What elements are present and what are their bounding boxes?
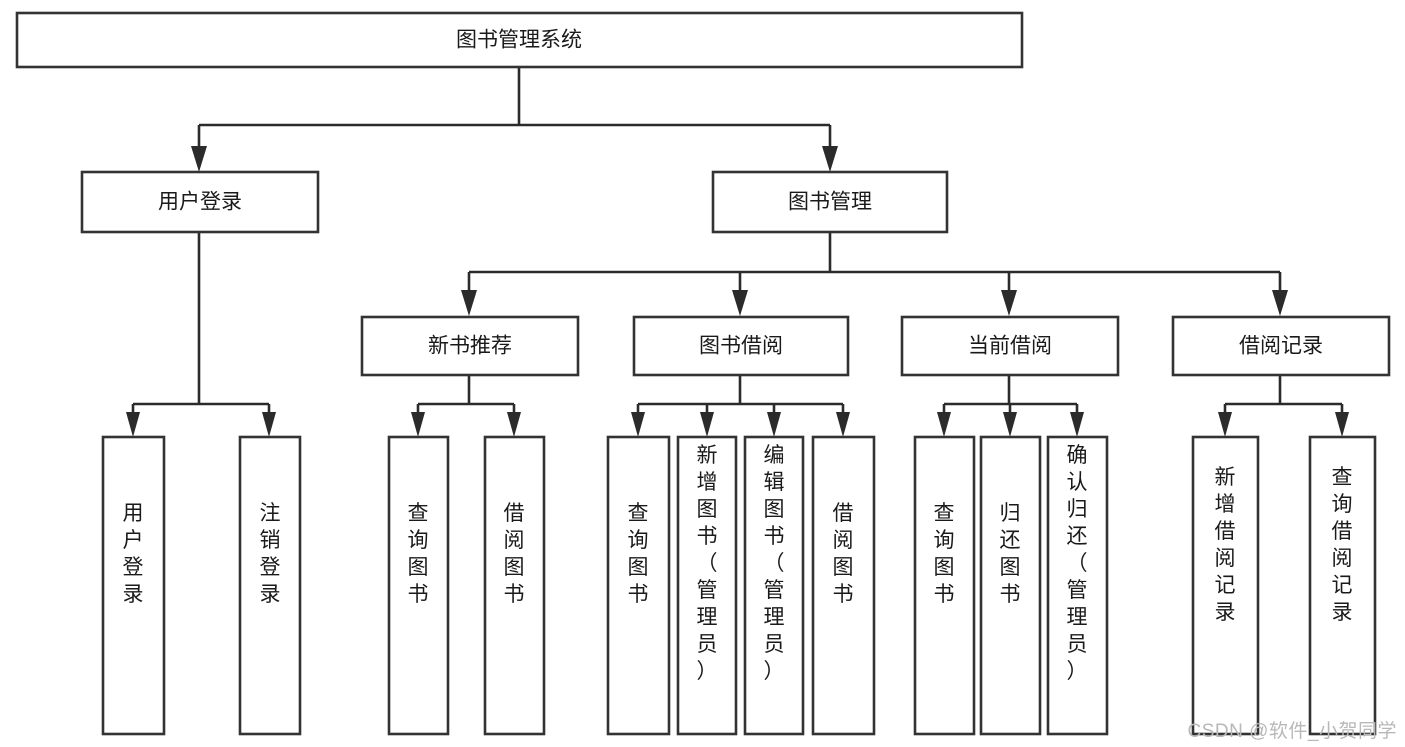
edge-group-new-book-recommend-to-leaves — [411, 376, 521, 437]
edge-group-user-login-to-leaves — [126, 232, 276, 437]
leaf-node-borrow-book-1[interactable]: 借阅图书 — [483, 435, 546, 736]
arrow-head-leaf-query-book-3 — [937, 412, 951, 437]
arrow-head-leaf-user-login — [126, 412, 140, 437]
node-borrow-record-label: 借阅记录 — [1239, 335, 1323, 358]
node-current-borrow-label: 当前借阅 — [968, 335, 1052, 358]
leaf-node-edit-book-box[interactable] — [743, 435, 805, 736]
leaf-node-borrow-book-2[interactable]: 借阅图书 — [811, 435, 876, 736]
node-borrow-record-box[interactable] — [1171, 315, 1391, 377]
node-book-management-box[interactable] — [711, 170, 949, 234]
arrow-head-leaf-query-book-1 — [411, 412, 425, 437]
leaf-node-query-book-1[interactable]: 查询图书 — [387, 435, 450, 736]
node-user-login[interactable]: 用户登录 — [80, 170, 320, 234]
node-book-borrow-box[interactable] — [632, 315, 850, 377]
leaf-node-edit-book[interactable]: 编辑图书（管理员） — [743, 435, 805, 736]
leaf-node-add-book-box[interactable] — [676, 435, 738, 736]
arrow-head-leaf-borrow-book-2 — [836, 412, 850, 437]
leaf-node-query-book-2-label: 查询图书 — [628, 502, 649, 606]
leaf-node-borrow-book-1-label: 借阅图书 — [504, 502, 525, 606]
arrow-head-leaf-add-record — [1218, 412, 1232, 437]
arrow-head-borrow-record — [1272, 290, 1288, 316]
leaf-node-confirm-return-box[interactable] — [1046, 435, 1109, 736]
leaf-node-borrow-book-2-label: 借阅图书 — [833, 502, 854, 606]
leaf-node-add-record[interactable]: 新增借阅记录 — [1191, 435, 1260, 736]
leaf-node-query-book-1-label: 查询图书 — [408, 502, 429, 606]
leaf-node-query-book-3-label: 查询图书 — [934, 502, 955, 606]
node-book-borrow[interactable]: 图书借阅 — [632, 315, 850, 377]
node-user-login-label: 用户登录 — [158, 191, 242, 214]
leaf-node-add-record-label: 新增借阅记录 — [1215, 466, 1236, 624]
edge-group-root-to-level2 — [191, 67, 838, 172]
leaf-node-query-book-3[interactable]: 查询图书 — [913, 435, 976, 736]
leaf-node-query-book-2-box[interactable] — [606, 435, 671, 736]
arrow-head-leaf-confirm-return — [1070, 412, 1084, 437]
leaf-node-add-record-box[interactable] — [1191, 435, 1260, 736]
node-current-borrow-box[interactable] — [900, 315, 1120, 377]
leaf-node-query-book-2[interactable]: 查询图书 — [606, 435, 671, 736]
node-new-book-recommend[interactable]: 新书推荐 — [360, 315, 580, 377]
leaf-node-return-book-label: 归还图书 — [1000, 502, 1021, 606]
arrow-head-leaf-add-book — [700, 412, 714, 437]
leaf-node-query-record-label: 查询借阅记录 — [1332, 466, 1353, 624]
leaf-node-confirm-return-label: 确认归还（管理员） — [1067, 444, 1088, 683]
arrow-head-leaf-borrow-book-1 — [507, 412, 521, 437]
arrow-head-new-book-recommend — [461, 290, 477, 316]
node-root-box[interactable] — [15, 11, 1024, 69]
leaf-node-add-book-label: 新增图书（管理员） — [697, 444, 718, 683]
leaf-node-query-record[interactable]: 查询借阅记录 — [1308, 435, 1377, 736]
arrow-head-leaf-query-record — [1335, 412, 1349, 437]
leaf-node-query-book-3-box[interactable] — [913, 435, 976, 736]
node-book-management-label: 图书管理 — [788, 191, 872, 214]
edge-group-current-borrow-to-leaves — [937, 376, 1084, 437]
leaf-node-logout-login-box[interactable] — [238, 435, 302, 736]
edge-group-book-management-to-level3 — [461, 232, 1288, 316]
leaf-node-return-book-box[interactable] — [979, 435, 1042, 736]
leaf-node-query-record-box[interactable] — [1308, 435, 1377, 736]
arrow-head-current-borrow — [1001, 290, 1017, 316]
leaf-node-user-login[interactable]: 用户登录 — [101, 435, 166, 736]
leaf-node-edit-book-label: 编辑图书（管理员） — [764, 444, 785, 683]
node-root[interactable]: 图书管理系统 — [15, 11, 1024, 69]
arrow-head-leaf-logout-login — [262, 412, 276, 437]
edge-group-borrow-record-to-leaves — [1218, 376, 1349, 437]
node-user-login-box[interactable] — [80, 170, 320, 234]
leaf-node-query-book-1-box[interactable] — [387, 435, 450, 736]
leaf-node-borrow-book-2-box[interactable] — [811, 435, 876, 736]
node-root-label: 图书管理系统 — [456, 29, 582, 52]
arrow-head-book-borrow — [732, 290, 748, 316]
arrow-head-leaf-edit-book — [767, 412, 781, 437]
node-book-borrow-label: 图书借阅 — [699, 335, 783, 358]
leaf-node-add-book[interactable]: 新增图书（管理员） — [676, 435, 738, 736]
node-current-borrow[interactable]: 当前借阅 — [900, 315, 1120, 377]
leaf-node-borrow-book-1-box[interactable] — [483, 435, 546, 736]
arrow-head-user-login — [191, 146, 207, 172]
leaf-node-return-book[interactable]: 归还图书 — [979, 435, 1042, 736]
node-new-book-recommend-box[interactable] — [360, 315, 580, 377]
node-new-book-recommend-label: 新书推荐 — [428, 335, 512, 358]
leaf-node-logout-login-label: 注销登录 — [260, 502, 281, 606]
leaf-node-user-login-box[interactable] — [101, 435, 166, 736]
arrow-head-leaf-return-book — [1003, 412, 1017, 437]
leaf-node-logout-login[interactable]: 注销登录 — [238, 435, 302, 736]
leaf-node-user-login-label: 用户登录 — [123, 502, 144, 606]
node-borrow-record[interactable]: 借阅记录 — [1171, 315, 1391, 377]
arrow-head-leaf-query-book-2 — [631, 412, 645, 437]
arrow-head-book-management — [822, 146, 838, 172]
node-book-management[interactable]: 图书管理 — [711, 170, 949, 234]
leaf-node-confirm-return[interactable]: 确认归还（管理员） — [1046, 435, 1109, 736]
edge-group-book-borrow-to-leaves — [631, 376, 850, 437]
